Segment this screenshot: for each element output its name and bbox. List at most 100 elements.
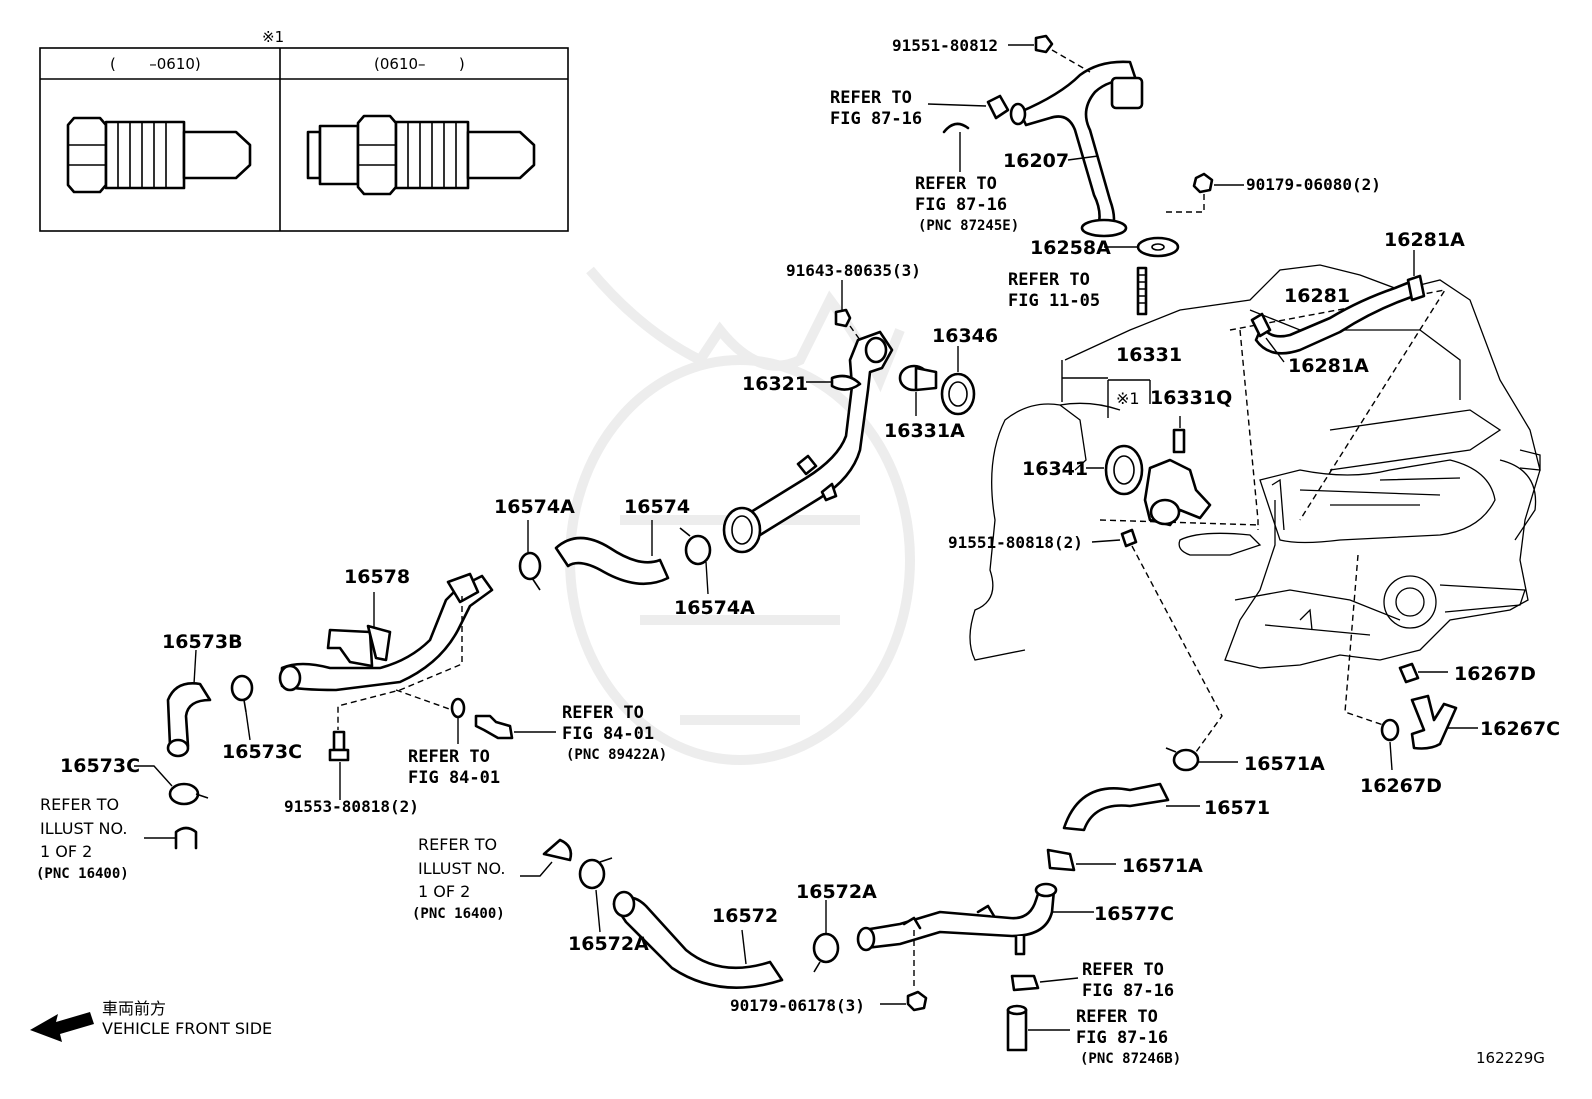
inset-col-left: ( –0610) — [110, 55, 201, 73]
label-16331q-mark: ※1 — [1116, 389, 1140, 408]
inset-col-right: (0610– ) — [374, 55, 465, 73]
gasket-16258a — [1136, 236, 1180, 258]
hose-16267c — [1410, 694, 1458, 750]
hose-16571 — [1062, 782, 1170, 832]
ref-r4-line3: (PNC 89422A) — [566, 747, 667, 763]
hose-end-ref-icon — [174, 826, 198, 850]
ref-r2-line1: REFER TO — [915, 174, 997, 194]
label-16571a-low: 16571A — [1122, 855, 1203, 877]
ref-r8-line1: REFER TO — [1082, 960, 1164, 980]
pipe-flange — [1110, 76, 1144, 110]
ref-r3-line2: FIG 11-05 — [1008, 291, 1100, 311]
label-16572a-right: 16572A — [796, 881, 877, 903]
ref-r7-line4: (PNC 16400) — [412, 906, 505, 922]
bolt-91551-80818-icon — [1120, 528, 1138, 548]
label-16574: 16574 — [624, 496, 690, 518]
ref-r9-line1: REFER TO — [1076, 1007, 1158, 1027]
label-16573c-left: 16573C — [60, 755, 140, 777]
stud-icon — [1136, 266, 1148, 316]
ref-r6-line1: REFER TO — [40, 795, 119, 814]
fitting-new — [306, 114, 536, 196]
hose-ref-87246b-icon — [1006, 1004, 1028, 1052]
gasket-16321 — [830, 374, 862, 391]
ref-r9-line2: FIG 87-16 — [1076, 1028, 1168, 1048]
label-91643-80635: 91643-80635(3) — [786, 261, 921, 280]
label-16572: 16572 — [712, 905, 778, 927]
nut-90179-06178-icon — [906, 990, 928, 1012]
engine-block — [969, 264, 1541, 669]
bolt-91643-80635-icon — [834, 308, 852, 328]
label-16281a-top: 16281A — [1384, 229, 1465, 251]
label-16573c-right: 16573C — [222, 741, 302, 763]
pipe-16578 — [278, 572, 494, 692]
ref-r1-line2: FIG 87-16 — [830, 109, 922, 129]
clip-16574a-top-icon — [518, 551, 542, 591]
hose-16574 — [554, 536, 670, 586]
housing-16331 — [1143, 428, 1212, 527]
ref-r6-line4: (PNC 16400) — [36, 866, 129, 882]
clip-16281a-low-icon — [1250, 312, 1272, 338]
hose-16573b — [166, 682, 212, 758]
clip-16572a-left-icon — [578, 857, 613, 890]
bolt-91551-80812-icon — [1034, 34, 1054, 54]
ref-r6-line3: 1 OF 2 — [40, 842, 92, 861]
clip-16572a-right-icon — [812, 932, 840, 973]
pipe-16207 — [1009, 60, 1144, 238]
label-16331a: 16331A — [884, 420, 965, 442]
thermostat-16331a — [898, 364, 938, 392]
clip-16267d-low-icon — [1380, 718, 1400, 742]
label-16573b: 16573B — [162, 631, 243, 653]
clip-16573c-right-icon — [230, 674, 254, 713]
ref-r7-line1: REFER TO — [418, 835, 497, 854]
ref-r4-line2: FIG 84-01 — [562, 724, 654, 744]
label-16267c: 16267C — [1480, 718, 1560, 740]
clip-16574a-low-icon — [679, 527, 712, 566]
label-16281a-low: 16281A — [1288, 355, 1369, 377]
hose-end-ref2-icon — [542, 838, 573, 862]
ref-r8-line2: FIG 87-16 — [1082, 981, 1174, 1001]
label-16346: 16346 — [932, 325, 998, 347]
gasket-16341 — [1104, 444, 1144, 496]
ref-r2-line2: FIG 87-16 — [915, 195, 1007, 215]
pipe-16577c — [856, 882, 1058, 956]
label-16341: 16341 — [1022, 458, 1088, 480]
inset-mark: ※1 — [262, 28, 284, 46]
label-16572a-left: 16572A — [568, 933, 649, 955]
label-16571a-top: 16571A — [1244, 753, 1325, 775]
legend-jp: 車両前方 — [102, 999, 166, 1018]
label-16574a-top: 16574A — [494, 496, 575, 518]
ref-r4-line1: REFER TO — [562, 703, 644, 723]
label-16281: 16281 — [1284, 285, 1350, 307]
hose-16572 — [612, 890, 784, 989]
label-16331: 16331 — [1116, 344, 1182, 366]
seal-16346 — [940, 372, 976, 416]
clip-icon — [986, 94, 1010, 120]
ref-r3-line1: REFER TO — [1008, 270, 1090, 290]
bolt-91553-80818-icon — [328, 730, 350, 762]
label-90179-06080: 90179-06080(2) — [1246, 175, 1381, 194]
gasket-ring-icon — [450, 697, 466, 719]
label-16207: 16207 — [1003, 150, 1069, 172]
clip-16571a-low-icon — [1046, 848, 1076, 872]
ref-r6-line2: ILLUST NO. — [40, 819, 127, 838]
label-16331q: 16331Q — [1150, 387, 1232, 409]
hose-end-icon — [942, 122, 970, 134]
vehicle-front-arrow-icon — [30, 1012, 94, 1042]
inset-table: ※1 ( –0610) (0610– ) — [39, 28, 569, 232]
clip-16573c-left-icon — [168, 782, 209, 806]
ref-r5-line1: REFER TO — [408, 747, 490, 767]
sensor-icon — [474, 714, 514, 740]
label-91551-80812: 91551-80812 — [892, 36, 998, 55]
labels: 91551-80812 REFER TO FIG 87-16 16207 REF… — [36, 36, 1560, 1067]
label-16321: 16321 — [742, 373, 808, 395]
label-16578: 16578 — [344, 566, 410, 588]
ref-r1-line1: REFER TO — [830, 88, 912, 108]
label-16258a: 16258A — [1030, 237, 1111, 259]
ref-r9-line3: (PNC 87246B) — [1080, 1051, 1181, 1067]
clip-16281a-top-icon — [1406, 274, 1426, 302]
clip-ref-87-16-icon — [1010, 974, 1040, 992]
legend-en: VEHICLE FRONT SIDE — [102, 1019, 272, 1038]
diagram-id: 162229G — [1476, 1049, 1545, 1067]
